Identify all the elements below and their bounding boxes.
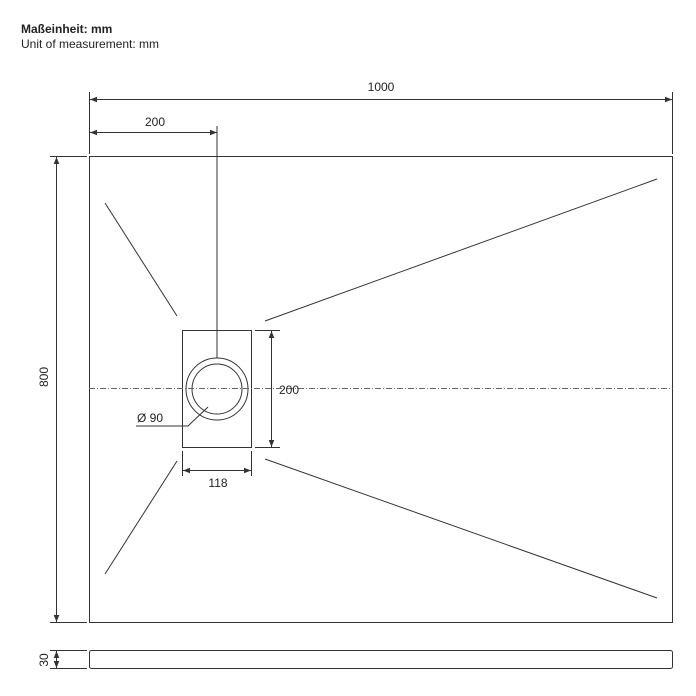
diameter-leader <box>136 406 209 427</box>
dimension-label-drain-width: 118 <box>208 476 227 490</box>
unit-label-en: Unit of measurement: mm <box>21 37 160 51</box>
unit-label-de: Maßeinheit: mm <box>21 22 113 36</box>
dimension-label-drain-diameter: Ø 90 <box>137 411 163 425</box>
slope-line-bottom-right <box>264 458 658 599</box>
slope-line-bottom-left <box>104 460 178 575</box>
dimension-label-thickness: 30 <box>37 653 51 667</box>
tray-outline <box>89 156 673 623</box>
unit-header: Maßeinheit: mm Unit of measurement: mm <box>21 22 159 52</box>
slope-line-top-right <box>264 178 658 322</box>
dimension-label-width: 1000 <box>368 80 395 94</box>
dimension-label-drain-height: 200 <box>279 383 299 397</box>
dimension-label-depth: 800 <box>37 367 51 387</box>
dimension-label-drain-offset: 200 <box>145 115 165 129</box>
tray-side-profile <box>89 650 673 669</box>
slope-line-top-left <box>104 202 178 317</box>
drain-outer-ring <box>185 357 249 421</box>
